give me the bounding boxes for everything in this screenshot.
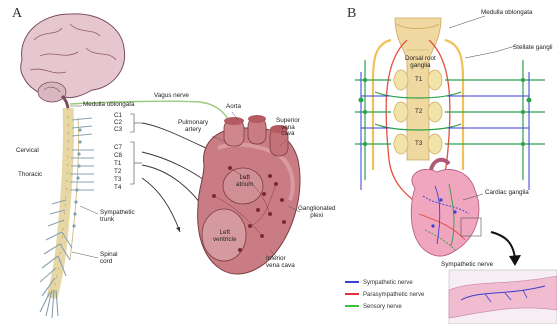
legend-label: Sensory nerve (363, 304, 402, 310)
left-ventricle-label: Left ventricle (213, 230, 236, 243)
legend-label: Parasympathetic nerve (363, 292, 424, 298)
pulmonary-artery-label: Pulmonary artery (178, 120, 208, 133)
cardiac-ganglia-label: Cardiac ganglia (485, 190, 529, 197)
level-c7-label: C7 (114, 145, 122, 152)
heart-illustration (198, 115, 300, 274)
legend-swatch-green (345, 305, 359, 307)
cervical-label: Cervical (16, 148, 39, 155)
medulla-oblongata-label: Medulla oblongata (83, 102, 134, 109)
panel-b: B (345, 0, 557, 324)
vagus-nerve-label: Vagus nerve (154, 93, 189, 100)
aorta-label: Aorta (226, 104, 241, 111)
legend-item-parasympathetic: Parasympathetic nerve (345, 292, 424, 298)
level-c3-label: C3 (114, 127, 122, 134)
legend-label: Sympathetic nerve (363, 280, 413, 286)
sympathetic-nerve-inset (449, 270, 557, 324)
spinal-cord-label: Spinal cord (100, 252, 118, 265)
medulla-oblongata-b-label: Medulla oblongata (481, 10, 532, 17)
ganglionated-plexi-label: Ganglionated plexi (298, 206, 335, 219)
level-t3-label: T3 (114, 177, 121, 184)
heart-innervated (411, 160, 521, 266)
panel-a-illustration (0, 0, 345, 324)
level-c8-label: C8 (114, 153, 122, 160)
legend-swatch-red (345, 293, 359, 295)
legend-item-sympathetic: Sympathetic nerve (345, 280, 413, 286)
brain-illustration (21, 14, 125, 110)
superior-vena-cava-label: Superior vena cava (276, 118, 300, 138)
sympathetic-trunk-label: Sympathetic trunk (100, 210, 135, 223)
legend-item-sensory: Sensory nerve (345, 304, 402, 310)
legend-swatch-blue (345, 281, 359, 283)
level-t2-b-label: T2 (415, 109, 422, 116)
thoracic-label: Thoracic (18, 172, 42, 179)
stellate-ganglia-label: Stellate gangli (513, 45, 553, 52)
inferior-vena-cava-label: Inferior vena cava (266, 256, 295, 269)
level-t2-label: T2 (114, 169, 121, 176)
level-t1-b-label: T1 (415, 77, 422, 84)
left-atrium-label: Left atrium (236, 175, 254, 188)
sympathetic-nerve-inset-label: Sympathetic nerve (441, 262, 493, 269)
level-t1-label: T1 (114, 161, 121, 168)
spinal-column (40, 108, 94, 318)
panel-a: A (0, 0, 345, 324)
level-t3-b-label: T3 (415, 141, 422, 148)
level-t4-label: T4 (114, 185, 121, 192)
spinal-level-brackets (130, 114, 142, 184)
nerve-legend: Sympathetic nerve Parasympathetic nerve … (345, 280, 449, 316)
dorsal-root-ganglia-label: Dorsal root ganglia (405, 56, 436, 69)
